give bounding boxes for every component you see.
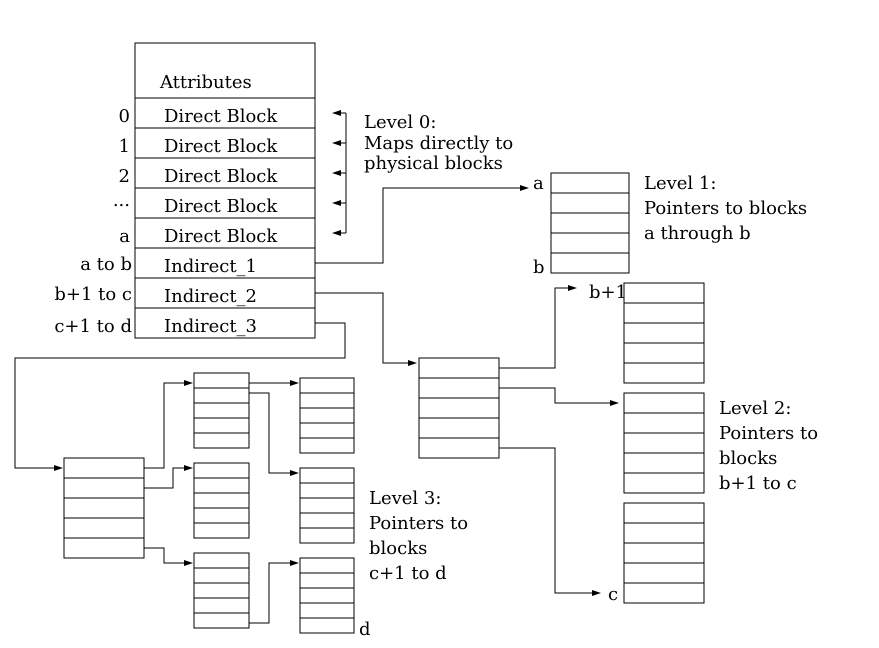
level3-annotation-line: Level 3: (369, 488, 441, 509)
level3-first-connectors (144, 380, 193, 566)
level1-top-label: a (533, 173, 544, 194)
arrow-head (332, 200, 341, 206)
level2-connectors (499, 285, 619, 596)
inode-row-label: Direct Block (164, 136, 278, 157)
inode-row-label: Direct Block (164, 226, 278, 247)
inode-attributes-label: Attributes (159, 72, 252, 93)
level2-annotation-line: blocks (719, 448, 777, 469)
inode-row-label: Indirect_2 (164, 286, 257, 307)
arrow-head (184, 560, 193, 566)
inode-row-index: 0 (119, 106, 130, 127)
inode-row-index: ... (113, 190, 130, 211)
inode-box (134, 42, 316, 339)
inode-row-label: Indirect_3 (164, 316, 257, 337)
level3-index-block (63, 457, 145, 559)
level1-bottom-label: b (533, 257, 545, 278)
arrow-head (610, 400, 619, 406)
indirect3-connector (14, 322, 346, 471)
inode-row-index: 1 (119, 136, 130, 157)
inode-table: Attributes Direct Block Direct Block Dir… (54, 42, 316, 339)
level3-second-index-block (193, 462, 250, 539)
indirect1-connector (315, 185, 529, 264)
level3-data-block (299, 467, 355, 544)
inode-row-index: 2 (119, 166, 130, 187)
inode-row-label: Direct Block (164, 196, 278, 217)
level2-annotation-line: Level 2: (719, 398, 791, 419)
level3-second-index-block (193, 552, 250, 629)
arrow-head (290, 560, 299, 566)
arrow-head (184, 465, 193, 471)
level3-second-index-block (193, 372, 250, 449)
level3-annotation-line: blocks (369, 538, 427, 559)
arrow-head (592, 590, 601, 596)
arrow-head (520, 185, 529, 191)
arrow-head (184, 380, 193, 386)
level2-annotation-line: b+1 to c (719, 473, 797, 494)
level3-data-block (299, 377, 355, 454)
level3-data-block (299, 557, 355, 634)
indirect2-connector (315, 292, 417, 366)
arrow-head (290, 380, 299, 386)
inode-row-label: Direct Block (164, 106, 278, 127)
inode-row-label: Indirect_1 (164, 256, 257, 277)
level1-annotation-line: Pointers to blocks (644, 198, 807, 219)
arrow-head (54, 465, 63, 471)
inode-row-index: c+1 to d (54, 316, 132, 337)
level2-data-block (623, 502, 705, 604)
arrow-head (332, 140, 341, 146)
level2-annotation-line: Pointers to (719, 423, 818, 444)
level0-arrows (332, 110, 347, 236)
inode-row-index: a to b (80, 254, 132, 275)
level1-annotation-line: Level 1: (644, 173, 716, 194)
level2-index-block (418, 357, 500, 459)
level0-annotation-line: Level 0: (364, 112, 436, 133)
level3-bottom-label: d (359, 619, 371, 640)
inode-row-index: a (119, 226, 130, 247)
level2-bottom-label: c (608, 584, 618, 605)
arrow-head (290, 470, 299, 476)
arrow-head (568, 285, 577, 291)
level1-annotation-line: a through b (644, 223, 751, 244)
arrow-head (332, 110, 341, 116)
inode-row-label: Direct Block (164, 166, 278, 187)
arrow-head (332, 170, 341, 176)
level1-block (550, 172, 630, 274)
arrow-head (408, 360, 417, 366)
level2-data-block (623, 392, 705, 494)
level3-annotation-line: c+1 to d (369, 563, 447, 584)
level2-data-block (623, 282, 705, 384)
level3-second-connectors (249, 380, 299, 624)
level2-top-label: b+1 (589, 282, 627, 303)
inode-row-index: b+1 to c (54, 284, 132, 305)
level3-annotation-line: Pointers to (369, 513, 468, 534)
level0-annotation-line: physical blocks (364, 153, 503, 174)
level0-annotation-line: Maps directly to (364, 133, 513, 154)
arrow-head (332, 230, 341, 236)
